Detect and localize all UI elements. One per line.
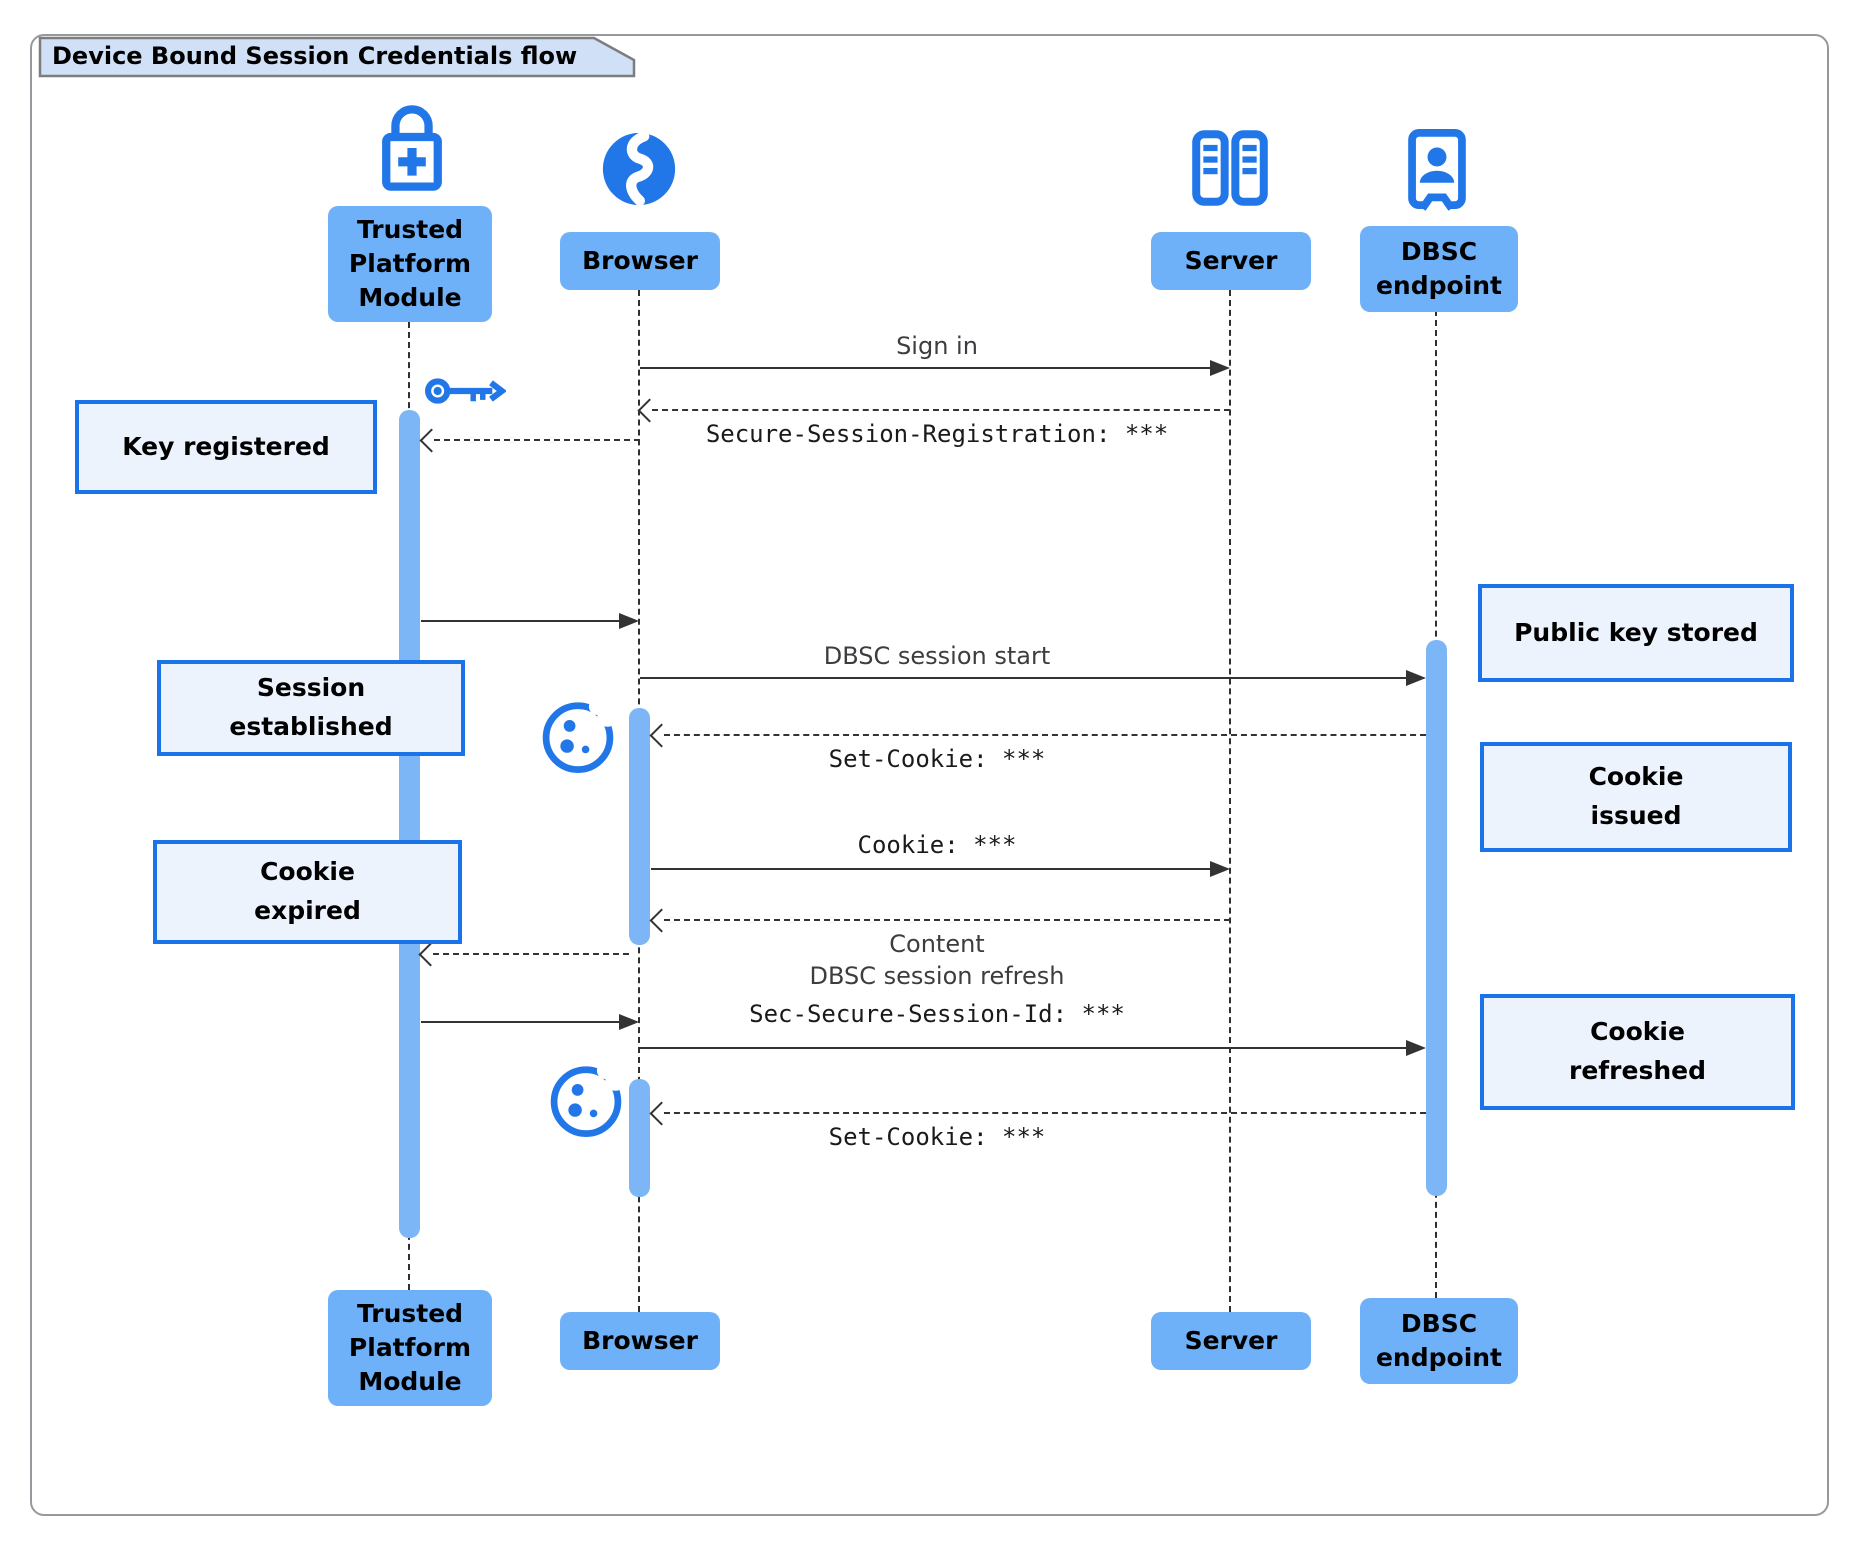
message-sign-in-label: Sign in xyxy=(896,332,978,360)
message-key-returned-arrowhead xyxy=(619,613,639,629)
note-cookie-refreshed: Cookie refreshed xyxy=(1480,994,1795,1110)
message-cookie-arrowhead xyxy=(1210,861,1230,877)
message-session-refresh-arrowhead xyxy=(1406,1040,1426,1056)
message-session-refresh-label: DBSC session refresh xyxy=(809,962,1065,990)
cookie-icon xyxy=(536,694,620,778)
activation-browser-1 xyxy=(629,708,650,945)
note-public-key-stored: Public key stored xyxy=(1478,584,1794,682)
message-session-start-line xyxy=(640,677,1406,679)
globe-icon xyxy=(596,126,682,212)
message-session-registration-line xyxy=(652,409,1230,411)
message-set-cookie-2-label: Set-Cookie: *** xyxy=(828,1123,1046,1151)
diagram-border xyxy=(30,34,1829,1516)
activation-tpm xyxy=(399,410,420,1238)
actor-top-dbsc: DBSC endpoint xyxy=(1360,226,1518,312)
message-reauth-response-line xyxy=(421,1021,619,1023)
lock-plus-icon xyxy=(366,100,458,196)
message-sign-in-arrowhead xyxy=(1210,360,1230,376)
diagram-title-tab: Device Bound Session Credentials flow xyxy=(38,36,638,78)
message-session-id-label: Sec-Secure-Session-Id: *** xyxy=(749,1000,1125,1028)
cookie-icon xyxy=(544,1058,628,1142)
message-content-line xyxy=(664,919,1230,921)
message-content-label: Content xyxy=(889,930,985,958)
actor-bottom-dbsc: DBSC endpoint xyxy=(1360,1298,1518,1384)
activation-browser-2 xyxy=(629,1079,650,1197)
message-reauth-response-arrowhead xyxy=(619,1014,639,1030)
message-set-cookie-2-line xyxy=(664,1112,1426,1114)
message-reauth-request-line xyxy=(433,953,629,955)
actor-top-browser: Browser xyxy=(560,232,720,290)
key-icon xyxy=(424,368,506,414)
message-key-returned-line xyxy=(421,620,619,622)
note-cookie-issued: Cookie issued xyxy=(1480,742,1792,852)
id-badge-icon xyxy=(1398,126,1476,212)
note-key-registered: Key registered xyxy=(75,400,377,494)
diagram-title: Device Bound Session Credentials flow xyxy=(52,42,578,70)
message-set-cookie-1-line xyxy=(664,734,1426,736)
message-session-refresh-line xyxy=(640,1047,1406,1049)
actor-bottom-browser: Browser xyxy=(560,1312,720,1370)
message-cookie-line xyxy=(651,868,1210,870)
note-cookie-expired: Cookie expired xyxy=(153,840,462,944)
title-tab-shape xyxy=(38,36,636,78)
message-session-start-label: DBSC session start xyxy=(823,642,1051,670)
message-set-cookie-1-label: Set-Cookie: *** xyxy=(828,745,1046,773)
message-session-start-arrowhead xyxy=(1406,670,1426,686)
server-rack-icon xyxy=(1184,128,1276,208)
message-cookie-label: Cookie: *** xyxy=(857,831,1017,859)
message-register-key-line xyxy=(434,439,640,441)
message-sign-in-line xyxy=(640,367,1210,369)
actor-bottom-tpm: Trusted Platform Module xyxy=(328,1290,492,1406)
activation-dbsc xyxy=(1426,640,1447,1196)
actor-top-tpm: Trusted Platform Module xyxy=(328,206,492,322)
lifeline-server xyxy=(1229,290,1231,1312)
note-session-established: Session established xyxy=(157,660,465,756)
actor-top-server: Server xyxy=(1151,232,1311,290)
message-session-registration-label: Secure-Session-Registration: *** xyxy=(705,420,1169,448)
actor-bottom-server: Server xyxy=(1151,1312,1311,1370)
